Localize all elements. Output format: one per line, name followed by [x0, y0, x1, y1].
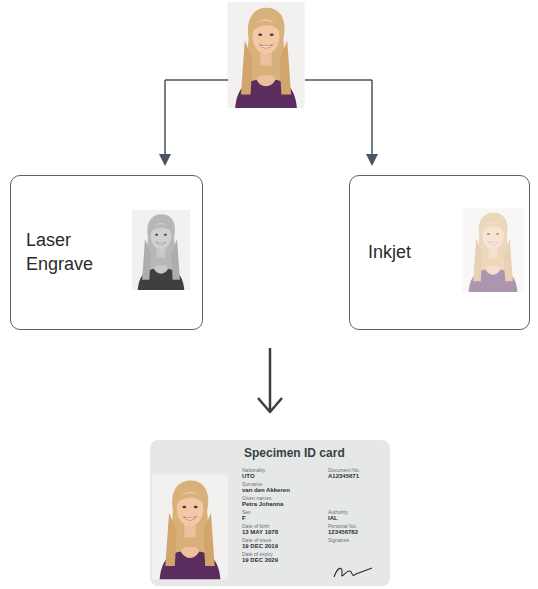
- laser-photo: [132, 210, 190, 290]
- field-value: 123456782: [328, 529, 358, 535]
- merge-arrow: [258, 348, 282, 412]
- field-label: Surname: [242, 482, 262, 487]
- field-label: Personal No.: [328, 524, 357, 529]
- field-value: A12345671: [328, 473, 359, 479]
- field-label: Date of expiry: [242, 552, 273, 557]
- split-arrow-lines: [165, 80, 372, 156]
- field-label: Date of issue: [242, 538, 271, 543]
- field-value: Petra Johanna: [242, 501, 283, 507]
- process-box: Inkjet: [349, 175, 530, 330]
- id-card-body: [150, 440, 390, 586]
- field-value: 19 DEC 2029: [242, 557, 278, 563]
- field-label: Sex: [242, 510, 251, 515]
- signature-scribble: [334, 568, 372, 577]
- field-value: 19 DEC 2019: [242, 543, 278, 549]
- field-label: Signature: [328, 538, 349, 543]
- process-box: Laser Engrave: [10, 175, 203, 330]
- field-label: Date of birth: [242, 524, 269, 529]
- field-value: IAL: [328, 515, 338, 521]
- field-value: van den Akkeren: [242, 487, 290, 493]
- card-title: Specimen ID card: [244, 446, 345, 460]
- box-label: Laser Engrave: [26, 229, 131, 276]
- field-value: UTO: [242, 473, 255, 479]
- card-photo: [152, 475, 228, 580]
- field-value: F: [242, 515, 246, 521]
- inkjet-photo: [462, 208, 523, 292]
- field-label: Given names: [242, 496, 271, 501]
- field-label: Document No.: [328, 468, 360, 473]
- field-value: 13 MAY 1978: [242, 529, 278, 535]
- id-card: Specimen ID cardNationalityUTO Surnamevan…: [150, 440, 390, 586]
- arrow-heads: [159, 154, 378, 166]
- field-label: Authority: [328, 510, 348, 515]
- box-label: Inkjet: [368, 241, 468, 264]
- source-photo: [227, 2, 304, 108]
- field-label: Nationality: [242, 468, 265, 473]
